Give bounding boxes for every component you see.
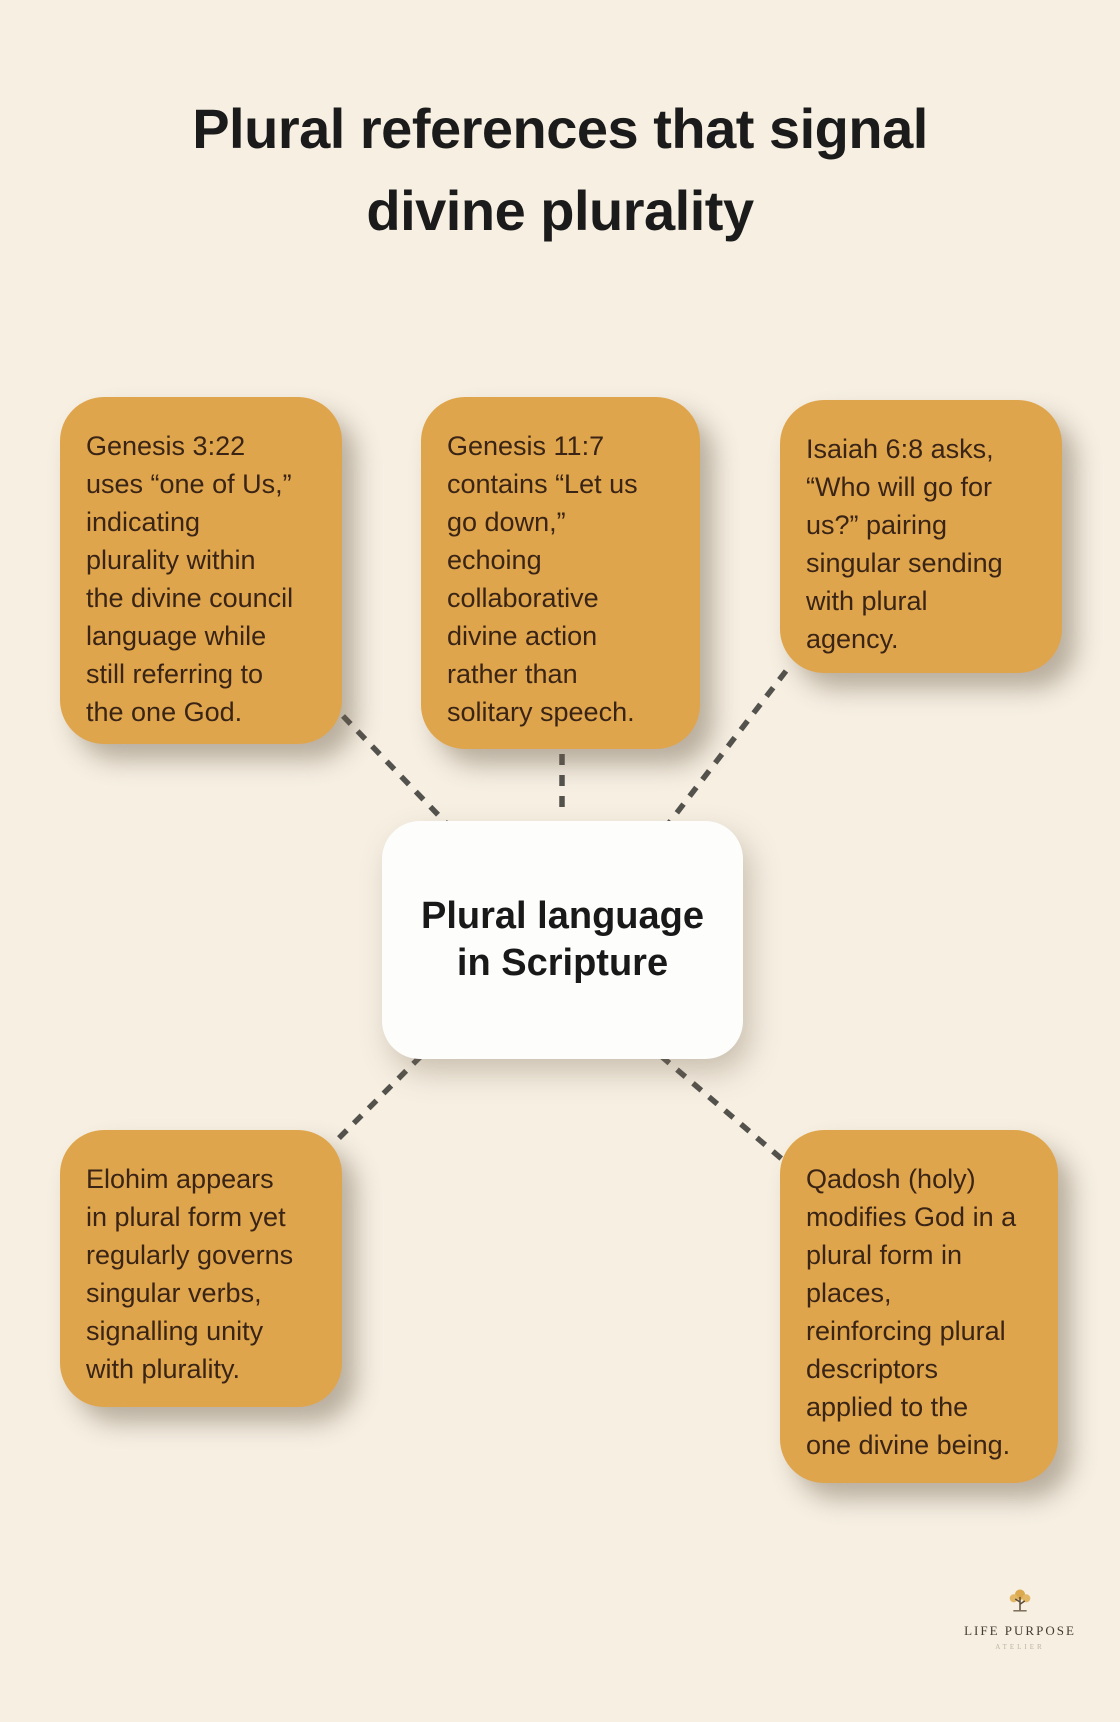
connector-top-right [666, 669, 789, 825]
brand-logo: LIFE PURPOSE ATELIER [930, 1588, 1110, 1651]
page-title: Plural references that signal divine plu… [192, 97, 928, 242]
center-node-label: Plural language in Scripture [421, 894, 704, 985]
card-elohim: Elohim appears in plural form yet regula… [60, 1130, 342, 1407]
center-node: Plural language in Scripture [382, 821, 743, 1059]
card-genesis-3-22-text: Genesis 3:22 uses “one of Us,” indicatin… [86, 431, 294, 727]
card-genesis-3-22: Genesis 3:22 uses “one of Us,” indicatin… [60, 397, 342, 744]
connector-bottom-right [659, 1053, 785, 1163]
card-elohim-text: Elohim appears in plural form yet regula… [86, 1164, 294, 1384]
card-isaiah-6-8: Isaiah 6:8 asks, “Who will go for us?” p… [780, 400, 1062, 673]
tree-icon [1009, 1589, 1031, 1612]
card-genesis-11-7-text: Genesis 11:7 contains “Let us go down,” … [447, 431, 638, 727]
card-genesis-11-7: Genesis 11:7 contains “Let us go down,” … [421, 397, 700, 749]
connector-top-left [341, 714, 448, 825]
card-qadosh: Qadosh (holy) modifies God in a plural f… [780, 1130, 1058, 1483]
brand-name: LIFE PURPOSE [964, 1623, 1076, 1638]
brand-tagline: ATELIER [995, 1643, 1045, 1651]
connector-bottom-left [331, 1054, 423, 1146]
card-isaiah-6-8-text: Isaiah 6:8 asks, “Who will go for us?” p… [806, 434, 1003, 654]
card-qadosh-text: Qadosh (holy) modifies God in a plural f… [806, 1164, 1017, 1460]
